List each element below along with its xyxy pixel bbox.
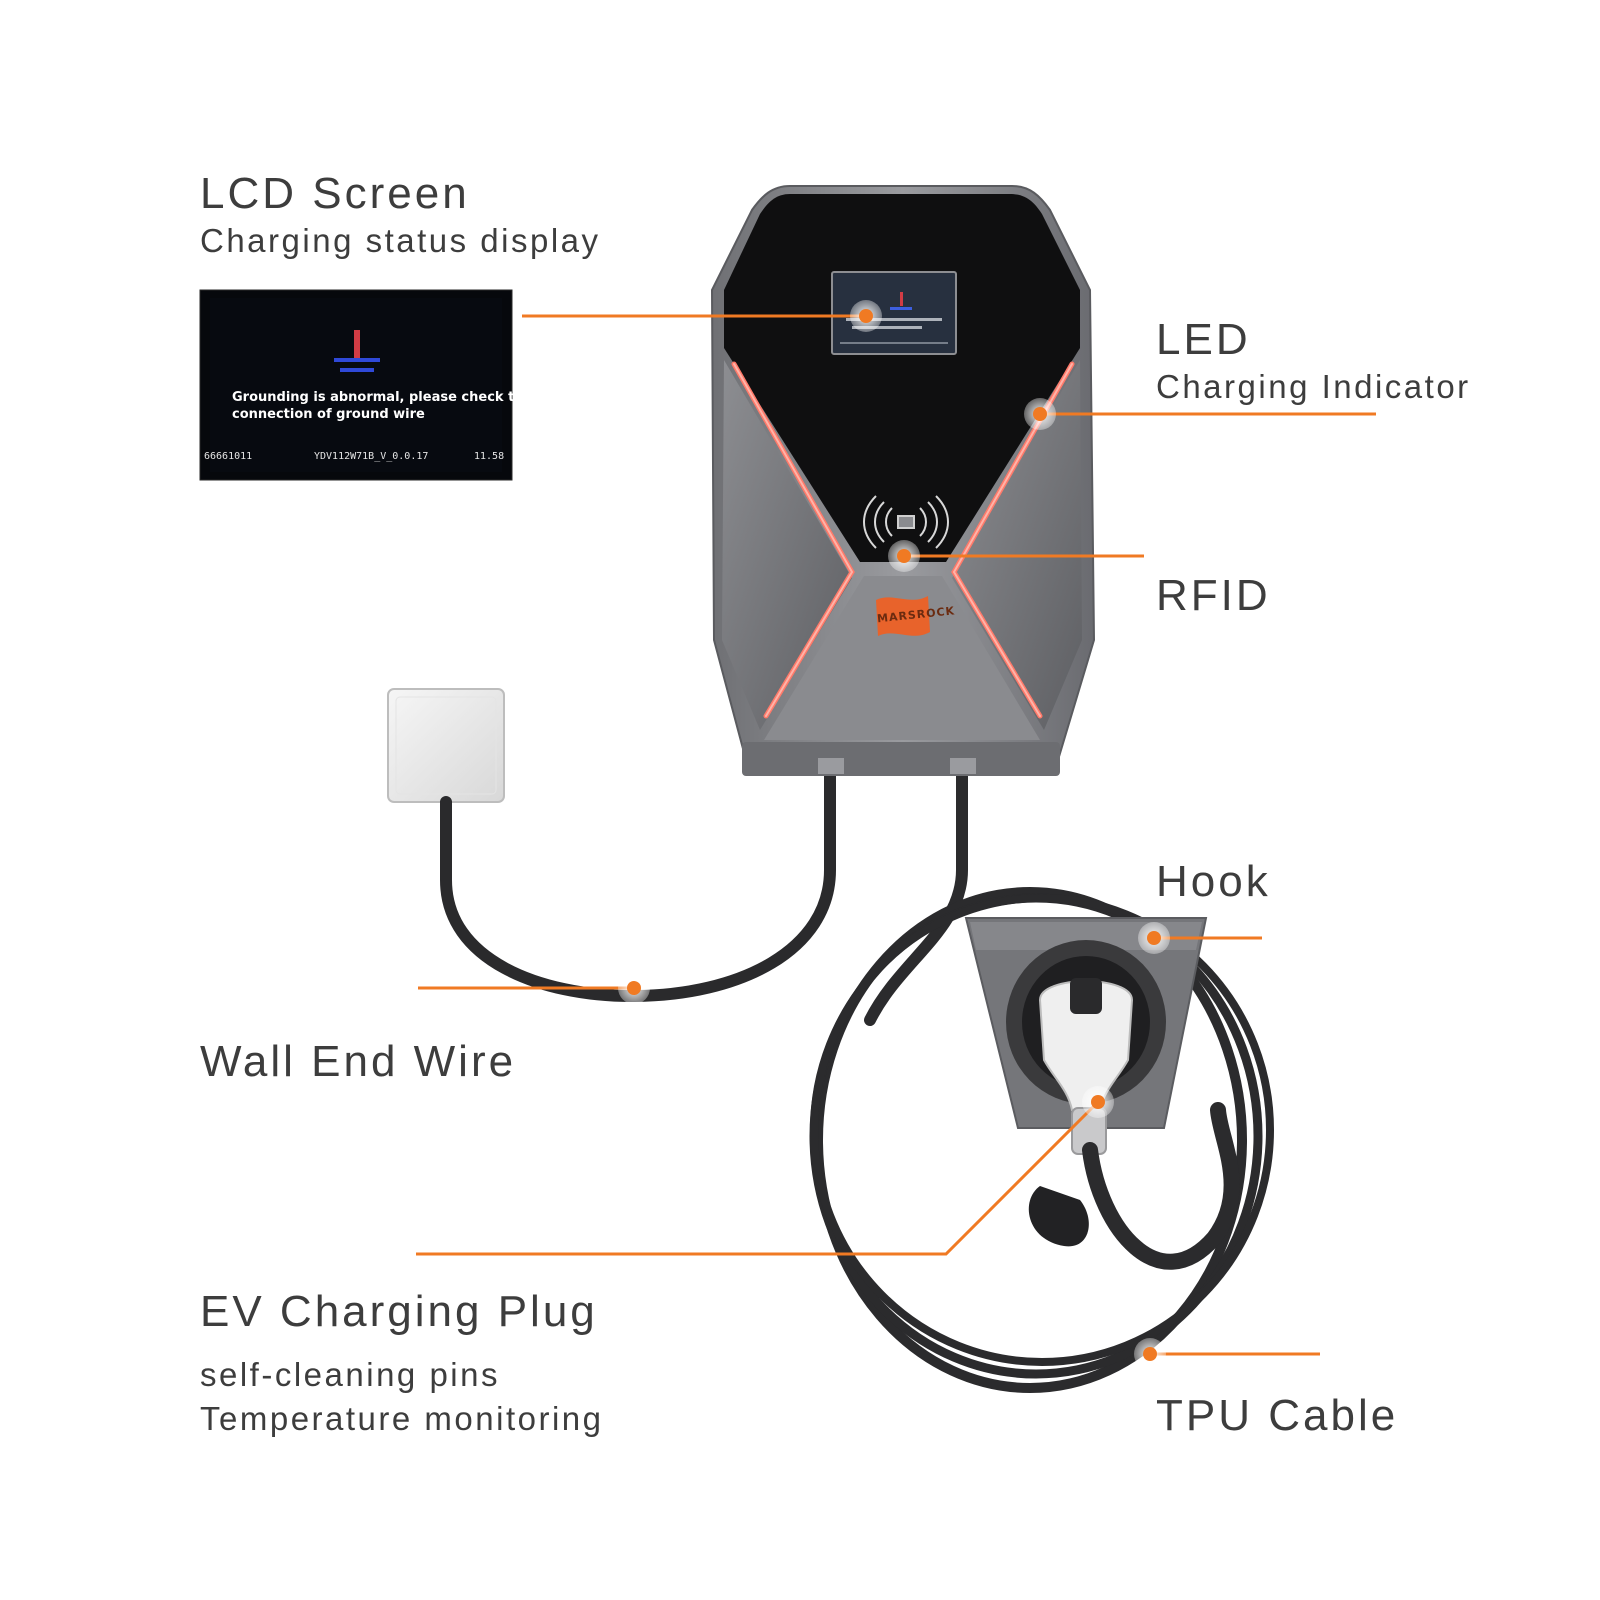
wall-end-wire <box>440 770 836 1003</box>
hook-title: Hook <box>1156 857 1271 906</box>
ev-plug-feature-2: Temperature monitoring <box>200 1400 604 1437</box>
tpu-marker <box>1134 1338 1166 1370</box>
callout-lines <box>416 314 1376 1356</box>
lcd-message-line2: connection of ground wire <box>232 407 425 422</box>
lcd-message-line1: Grounding is abnormal, please check the <box>232 390 533 405</box>
lcd-value: 11.58 <box>474 451 504 462</box>
housing-lcd <box>831 271 957 355</box>
led-strip <box>731 361 1075 719</box>
ev-plug-title: EV Charging Plug <box>200 1287 598 1336</box>
tpu-cable-coil <box>809 770 1274 1393</box>
lcd-marker <box>850 300 882 332</box>
rfid-marker <box>888 540 920 572</box>
plug-marker <box>1082 1086 1114 1118</box>
charger-housing: MARSROCK <box>710 185 1096 776</box>
rfid-title: RFID <box>1156 571 1271 620</box>
ground-symbol-icon <box>334 330 380 372</box>
rfid-wave-icon <box>863 495 949 549</box>
lcd-screen-detail: Grounding is abnormal, please check the … <box>199 289 533 481</box>
ev-plug-feature-1: self-cleaning pins <box>200 1356 500 1393</box>
wall-wire-marker <box>618 972 650 1004</box>
plug-callout-line <box>416 1100 1100 1256</box>
callout-markers <box>618 300 1170 1370</box>
led-title: LED <box>1156 315 1251 364</box>
lcd-firmware: YDV112W71B_V_0.0.17 <box>314 451 428 462</box>
lcd-screen-subtitle: Charging status display <box>200 222 601 259</box>
wall-end-box <box>387 688 505 803</box>
led-subtitle: Charging Indicator <box>1156 368 1471 405</box>
lcd-code: 66661011 <box>204 451 252 462</box>
led-marker <box>1024 398 1056 430</box>
wall-end-wire-title: Wall End Wire <box>200 1037 517 1086</box>
hook-marker <box>1138 922 1170 954</box>
lcd-screen-title: LCD Screen <box>200 169 470 218</box>
tpu-cable-title: TPU Cable <box>1156 1391 1399 1440</box>
